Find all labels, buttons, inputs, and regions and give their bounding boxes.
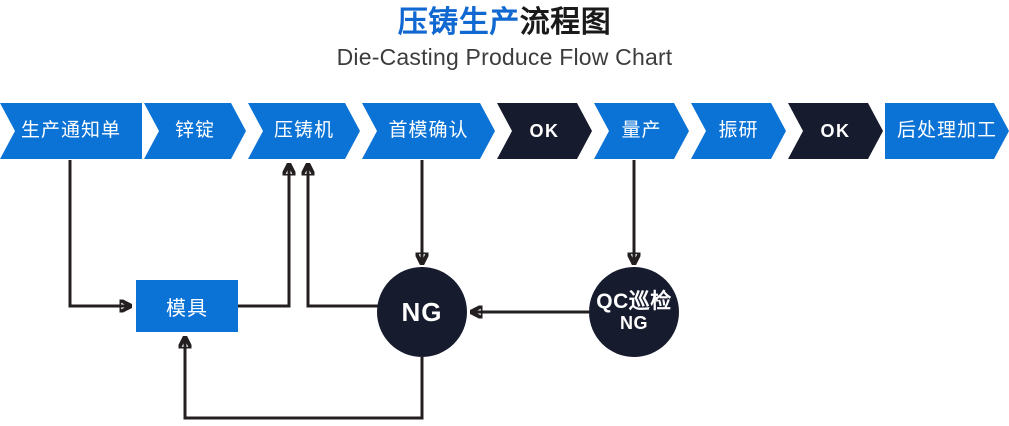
process-step-6[interactable]: 量产	[594, 103, 689, 159]
page-title-rest: 流程图	[519, 6, 612, 39]
page-title: 压铸生产流程图	[0, 4, 1009, 42]
process-step-2[interactable]: 锌锭	[144, 103, 246, 159]
process-step-2-label: 锌锭	[174, 120, 215, 141]
connector-notice-to-mold	[68, 160, 130, 306]
node-ng-label: NG	[401, 297, 443, 327]
title-block: 压铸生产流程图 Die-Casting Produce Flow Chart	[0, 4, 1009, 72]
process-step-3-label: 压铸机	[273, 120, 334, 141]
process-step-8[interactable]: OK	[788, 103, 883, 159]
page-title-accent: 压铸生产	[397, 6, 520, 39]
node-qc-ng-label-line1: QC巡检	[596, 290, 672, 313]
connector-ng-to-mold	[185, 338, 424, 420]
process-step-1-label: 生产通知单	[20, 120, 121, 141]
process-step-7[interactable]: 振研	[691, 103, 786, 159]
process-step-9[interactable]: 后处理加工	[885, 103, 1009, 159]
process-step-1[interactable]: 生产通知单	[0, 103, 142, 159]
process-step-8-label: OK	[820, 121, 851, 141]
process-chevron-band: 生产通知单 锌锭 压铸机 首模确认 OK 量产 振研 OK 后处理加工	[0, 103, 1009, 159]
process-step-6-label: 量产	[621, 120, 662, 141]
process-step-5[interactable]: OK	[497, 103, 592, 159]
node-ng[interactable]: NG	[377, 267, 467, 357]
process-step-4[interactable]: 首模确认	[362, 103, 495, 159]
process-step-3[interactable]: 压铸机	[248, 103, 360, 159]
node-qc-ng[interactable]: QC巡检 NG	[589, 267, 679, 357]
process-step-9-label: 后处理加工	[896, 120, 997, 141]
node-mold-label: 模具	[166, 297, 208, 320]
process-step-5-label: OK	[529, 121, 560, 141]
process-step-4-label: 首模确认	[388, 120, 469, 141]
page-subtitle: Die-Casting Produce Flow Chart	[336, 44, 673, 70]
node-mold[interactable]: 模具	[136, 280, 238, 332]
connector-mold-to-machine	[238, 165, 289, 308]
node-qc-ng-label-line2: NG	[620, 313, 648, 333]
process-step-7-label: 振研	[718, 120, 759, 141]
